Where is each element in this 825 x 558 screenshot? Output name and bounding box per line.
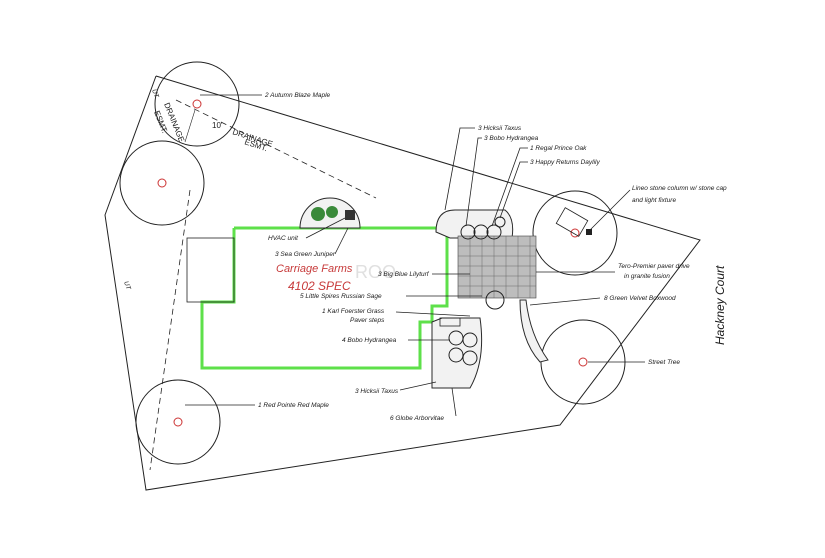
hvac-unit	[345, 210, 355, 220]
label-bobo-top: 3 Bobo Hydrangea	[484, 135, 539, 142]
front-bed-top	[435, 209, 514, 239]
label-bobo-side: 4 Bobo Hydrangea	[342, 337, 397, 344]
hydrangea-2	[473, 224, 489, 240]
front-bed-side	[431, 317, 483, 389]
label-karl: 1 Karl Foerster Grass	[322, 308, 385, 315]
label-green-velvet: 8 Green Velvet Boxwood	[604, 295, 676, 302]
paver-steps	[439, 317, 461, 327]
hydrangea-1	[460, 224, 476, 240]
tree-regal-prince	[532, 190, 618, 276]
property-line	[104, 75, 701, 491]
leader-sea-green	[334, 227, 349, 255]
tree-autumn-blaze-1	[154, 61, 240, 147]
label-red-pointe: 1 Red Pointe Red Maple	[258, 402, 329, 409]
hydrangea-3	[486, 224, 502, 240]
utility-mark-top: UT	[150, 88, 160, 100]
side-hydrangea-2	[448, 347, 464, 363]
plan-title-line1: Carriage Farms	[276, 263, 353, 275]
tree-center-4	[570, 228, 580, 238]
side-hydrangea-4	[462, 350, 478, 366]
dimension-line	[184, 109, 196, 143]
juniper-2	[326, 206, 338, 218]
label-tero-2: in granite fusion	[624, 273, 670, 280]
garage	[186, 237, 235, 303]
tree-autumn-blaze-2	[119, 140, 205, 226]
label-autumn-blaze: 2 Autumn Blaze Maple	[264, 92, 331, 99]
paver-drive	[457, 235, 537, 299]
tree-center-5	[578, 357, 588, 367]
label-street-tree: Street Tree	[648, 359, 680, 366]
tree-red-pointe	[135, 379, 221, 465]
label-hvac: HVAC unit	[268, 235, 299, 242]
label-hicksii-top: 3 Hicksii Taxus	[478, 125, 522, 132]
boxwood-cluster	[485, 290, 505, 310]
tree-center-3	[173, 417, 183, 427]
leader-globe	[451, 387, 457, 417]
label-big-blue: 3 Big Blue Lilyturf	[378, 271, 430, 278]
watermark: ROO	[355, 262, 396, 282]
leader-regal	[491, 147, 528, 227]
leader-happy	[499, 161, 528, 219]
easement-line-1	[175, 99, 377, 199]
leader-hicksii-bottom	[399, 381, 437, 391]
dimension-label: 10'	[212, 121, 223, 130]
label-little-spires: 5 Little Spires Russian Sage	[300, 293, 382, 300]
light-fixture	[586, 229, 592, 235]
stone-column	[555, 207, 589, 237]
label-sea-green: 3 Sea Green Juniper	[275, 251, 336, 258]
tree-center-1	[192, 99, 202, 109]
leader-green-velvet	[529, 297, 601, 306]
street-name: Hackney Court	[713, 265, 727, 345]
label-globe: 6 Globe Arborvitae	[390, 415, 444, 422]
side-hydrangea-3	[462, 332, 478, 348]
leader-hicksii-top	[444, 127, 475, 211]
label-hicksii-bottom: 3 Hicksii Taxus	[355, 388, 399, 395]
leader-lineo	[589, 189, 631, 231]
label-regal: 1 Regal Prince Oak	[530, 145, 587, 152]
leader-hvac	[305, 217, 346, 239]
paver-texture	[458, 236, 536, 298]
easement-line-2	[149, 189, 191, 471]
driveway-bed	[519, 299, 549, 363]
label-lineo-2: and light fixture	[632, 197, 676, 204]
label-happy: 3 Happy Returns Daylily	[530, 159, 600, 166]
leader-karl	[395, 311, 471, 317]
juniper-1	[311, 207, 325, 221]
plan-title-line2: 4102 SPEC	[288, 279, 351, 293]
label-paver-steps: Paver steps	[350, 317, 385, 324]
label-lineo: Lineo stone column w/ stone cap	[632, 185, 727, 192]
tree-center-2	[157, 178, 167, 188]
leader-bobo-top	[465, 137, 482, 227]
label-tero: Tero-Premier paver drive	[618, 263, 690, 270]
utility-mark-left: UT	[122, 280, 132, 292]
